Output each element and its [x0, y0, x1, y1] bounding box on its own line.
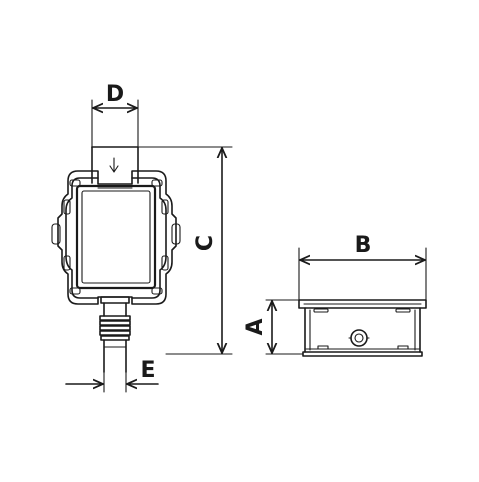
dimension-b: B: [298, 233, 427, 301]
dimension-label-c: C: [193, 235, 218, 251]
box-body: [75, 184, 157, 290]
dimension-label-a: A: [243, 318, 268, 335]
inner-frame: [65, 177, 167, 299]
left-lugs: [51, 179, 81, 295]
inlet-neck: [91, 146, 139, 184]
dimension-a: A: [243, 299, 304, 355]
dimension-d: D: [91, 82, 139, 148]
front-view: [51, 146, 181, 373]
flow-arrow-icon: [109, 157, 119, 173]
dimension-label-d: D: [106, 82, 124, 107]
dimension-e: E: [65, 358, 159, 393]
dimension-label-b: B: [355, 233, 372, 258]
dimension-label-e: E: [140, 358, 155, 383]
right-lugs: [151, 179, 181, 295]
side-outlet-icon: [348, 329, 370, 347]
outer-frame: [57, 170, 177, 305]
pipe-outlet-icon: [99, 296, 131, 373]
side-view: [298, 299, 427, 357]
dimension-c: C: [137, 146, 233, 355]
